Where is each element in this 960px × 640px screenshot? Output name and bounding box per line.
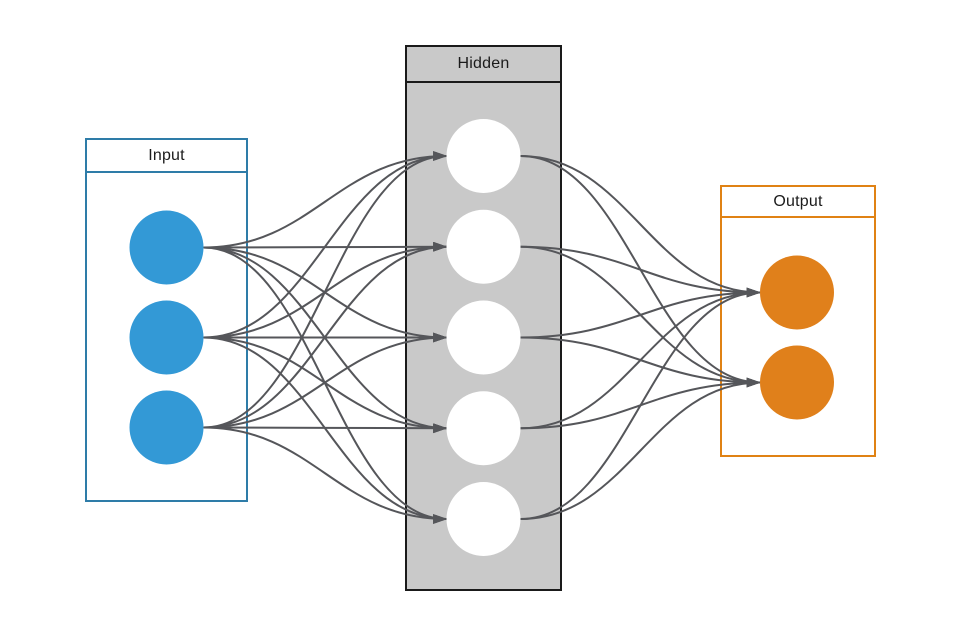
output-layer-header: Output: [722, 187, 874, 218]
input-layer-label: Input: [148, 146, 185, 164]
input-layer-header: Input: [87, 140, 246, 173]
hidden-layer-header: Hidden: [407, 47, 560, 83]
output-layer-box: Output: [720, 185, 876, 457]
hidden-layer-label: Hidden: [457, 55, 510, 72]
hidden-layer-box: Hidden: [405, 45, 562, 591]
output-layer-label: Output: [773, 192, 823, 210]
input-layer-box: Input: [85, 138, 248, 502]
